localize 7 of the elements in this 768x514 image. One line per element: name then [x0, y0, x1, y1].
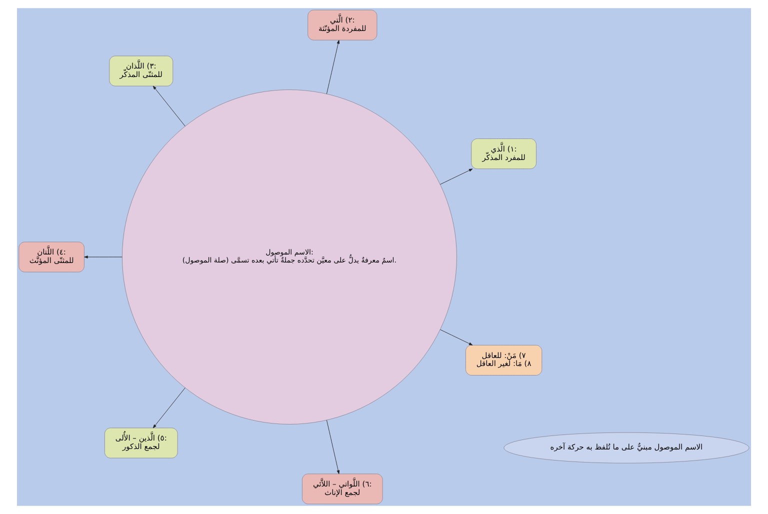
arrow	[440, 168, 473, 185]
arrow	[440, 329, 473, 346]
arrow	[326, 40, 340, 94]
arrow	[152, 86, 186, 126]
arrow	[326, 420, 340, 474]
arrow	[84, 256, 122, 258]
arrow	[152, 388, 186, 428]
